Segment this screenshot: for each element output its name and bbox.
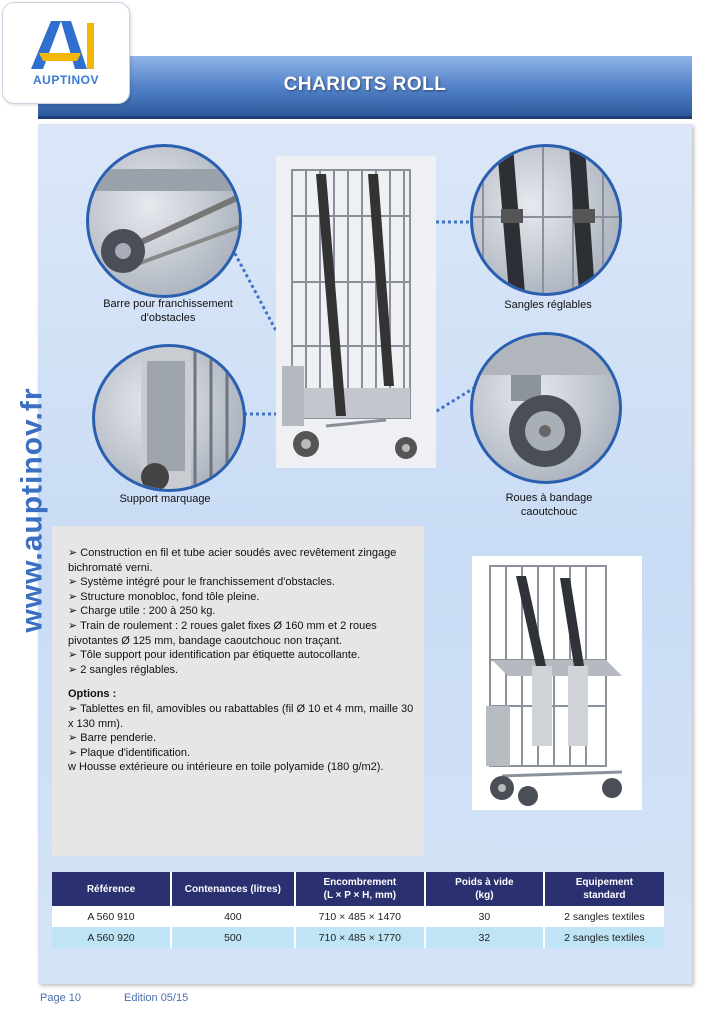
roll-trolley-image: [276, 156, 436, 468]
option-item: w Housse extérieure ou intérieure en toi…: [68, 761, 384, 774]
cell-poids: 32: [424, 927, 545, 948]
detail-sangles-image: [470, 144, 622, 296]
spec-table: Référence Contenances (litres) Encombrem…: [52, 872, 664, 948]
cell-reference: A 560 920: [52, 927, 172, 948]
detail-roues-image: [470, 332, 622, 484]
options-title: Options :: [68, 688, 117, 701]
cell-reference: A 560 910: [52, 906, 172, 927]
detail-barre-image: [86, 144, 242, 298]
bullet-item: ➢ Charge utile : 200 à 250 kg.: [68, 605, 216, 618]
logo: AUPTINOV: [2, 2, 130, 104]
option-item: ➢ Plaque d'identification.: [68, 746, 191, 759]
bullet-item: ➢ Structure monobloc, fond tôle pleine.: [68, 590, 260, 603]
logo-text: AUPTINOV: [32, 73, 99, 87]
bullet-item: ➢ Système intégré pour le franchissement…: [68, 576, 335, 589]
bullet-item: ➢ Train de roulement : 2 roues galet fix…: [68, 619, 377, 647]
cell-equipement: 2 sangles textiles: [543, 906, 664, 927]
cell-poids: 30: [424, 906, 545, 927]
cell-contenance: 400: [170, 906, 296, 927]
cell-equipement: 2 sangles textiles: [543, 927, 664, 948]
bullet-item: ➢ Construction en fil et tube acier soud…: [68, 547, 397, 574]
cell-encombrement: 710 × 485 × 1470: [294, 906, 426, 927]
table-row: A 560 920 500 710 × 485 × 1770 32 2 sang…: [52, 927, 664, 948]
edition-label: Edition 05/15: [124, 992, 189, 1004]
col-poids: Poids à vide(kg): [424, 872, 545, 906]
bullet-item: ➢ 2 sangles réglables.: [68, 663, 179, 676]
bullet-item: ➢ Tôle support pour identification par é…: [68, 649, 361, 662]
table-header-row: Référence Contenances (litres) Encombrem…: [52, 872, 664, 906]
caption-roues: Roues à bandage caoutchouc: [505, 492, 593, 518]
product-photo: [472, 556, 642, 810]
page-title: CHARIOTS ROLL: [283, 74, 447, 95]
caption-barre: Barre pour franchissement d'obstacles: [103, 298, 233, 324]
page-number: Page 10: [40, 992, 81, 1004]
cell-contenance: 500: [170, 927, 296, 948]
auptinov-logo-icon: [31, 21, 94, 69]
col-contenances: Contenances (litres): [170, 872, 296, 906]
detail-support-image: [92, 344, 246, 492]
table-row: A 560 910 400 710 × 485 × 1470 30 2 sang…: [52, 906, 664, 927]
description-panel: ➢ Construction en fil et tube acier soud…: [52, 526, 424, 856]
option-item: ➢ Barre penderie.: [68, 732, 157, 745]
caption-sangles: Sangles réglables: [504, 299, 592, 311]
caption-support: Support marquage: [119, 493, 211, 505]
side-url-text: www.auptinov.fr: [15, 387, 48, 633]
col-encombrement: Encombrement(L × P × H, mm): [294, 872, 426, 906]
header-bar: CHARIOTS ROLL: [38, 56, 692, 119]
cell-encombrement: 710 × 485 × 1770: [294, 927, 426, 948]
option-item: ➢ Tablettes en fil, amovibles ou rabatta…: [68, 702, 414, 730]
col-reference: Référence: [52, 872, 172, 906]
